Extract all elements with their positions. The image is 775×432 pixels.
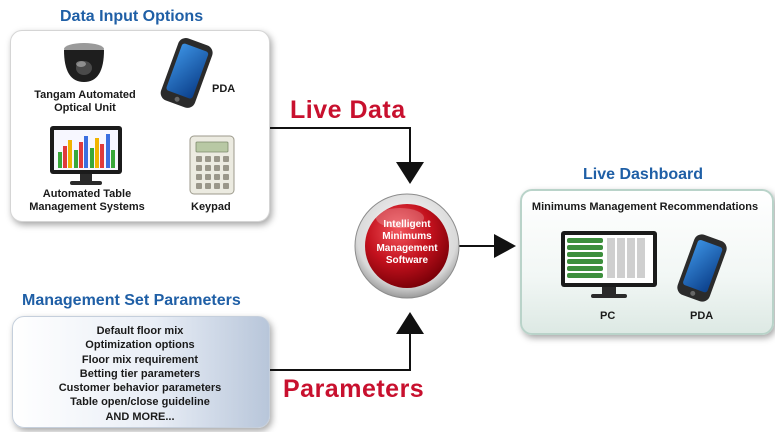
pda-icon (677, 234, 727, 302)
keypad-icon (189, 135, 235, 195)
list-item: Table open/close guideline (70, 396, 210, 409)
list-item: Floor mix requirement (81, 353, 199, 366)
live-data-arrowhead (396, 162, 424, 184)
list-item: Default floor mix (96, 325, 184, 337)
keypad-label: Keypad (191, 201, 231, 213)
optical-unit-label: Tangam Automated Optical Unit (34, 89, 136, 114)
parameters-arrowhead (396, 312, 424, 334)
pc-monitor-icon (561, 231, 657, 298)
dashboard-subtitle: Minimums Management Recommendations (531, 201, 759, 213)
pda-icon (160, 38, 213, 108)
dome-camera-icon (64, 43, 104, 82)
management-title: Management Set Parameters (22, 292, 241, 309)
input-options-title: Data Input Options (60, 8, 204, 25)
output-connector (458, 234, 516, 258)
list-item: Customer behavior parameters (58, 382, 222, 395)
parameters-connector (270, 330, 411, 371)
pda-input-label: PDA (212, 83, 236, 95)
dashboard-title: Live Dashboard (583, 166, 704, 183)
list-item: Betting tier parameters (79, 367, 201, 380)
parameters-label: Parameters (283, 375, 425, 403)
table-management-label: Automated Table Management Systems (29, 188, 145, 213)
pc-label: PC (600, 310, 616, 322)
list-item: AND MORE... (105, 410, 175, 423)
live-data-label: Live Data (290, 96, 406, 124)
pda-dashboard-label: PDA (690, 310, 714, 322)
engine-label: Intelligent Minimums Management Software (376, 219, 438, 266)
list-item: Optimization options (85, 339, 195, 352)
monitor-chart-icon (50, 126, 122, 185)
management-panel (12, 316, 270, 428)
management-parameters-list: Default floor mix Optimization options F… (14, 318, 266, 426)
live-data-connector (270, 127, 411, 166)
engine-button-graphic (354, 193, 460, 299)
